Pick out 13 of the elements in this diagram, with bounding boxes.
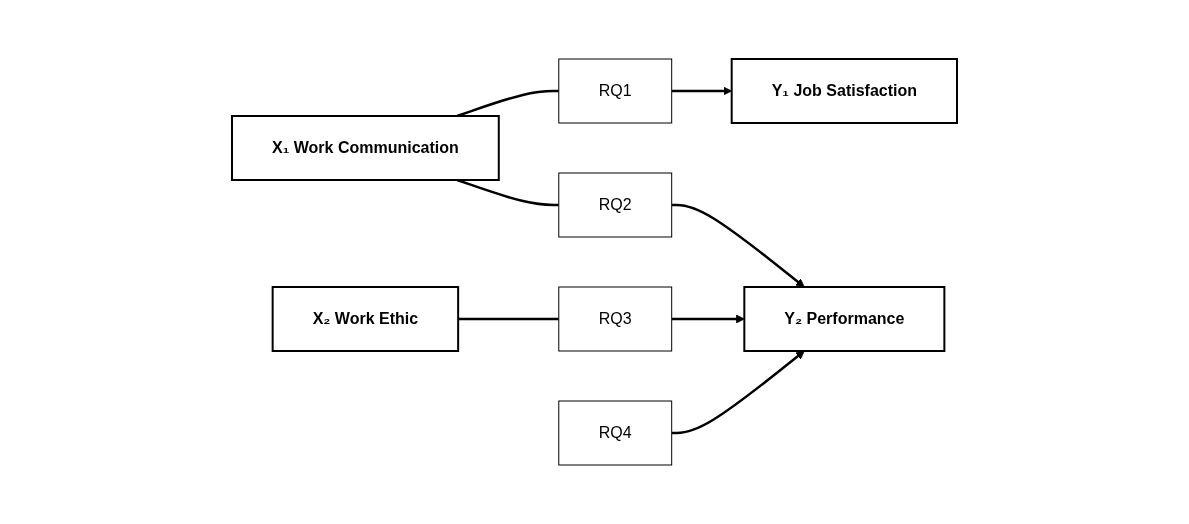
connector	[458, 317, 559, 321]
node-box: RQ1	[558, 58, 673, 124]
node-box: RQ3	[558, 286, 673, 352]
node-box: X₁ Work Communication	[231, 115, 500, 181]
node-box: X₂ Work Ethic	[271, 286, 460, 352]
node-box: Y₂ Performance	[743, 286, 946, 352]
node-box: RQ2	[558, 172, 673, 238]
node-box: Y₁ Job Satisfaction	[730, 58, 958, 124]
node-box: RQ4	[558, 400, 673, 466]
arrow	[671, 203, 805, 288]
connector	[456, 89, 559, 118]
arrow	[671, 350, 805, 435]
arrow	[671, 314, 745, 324]
